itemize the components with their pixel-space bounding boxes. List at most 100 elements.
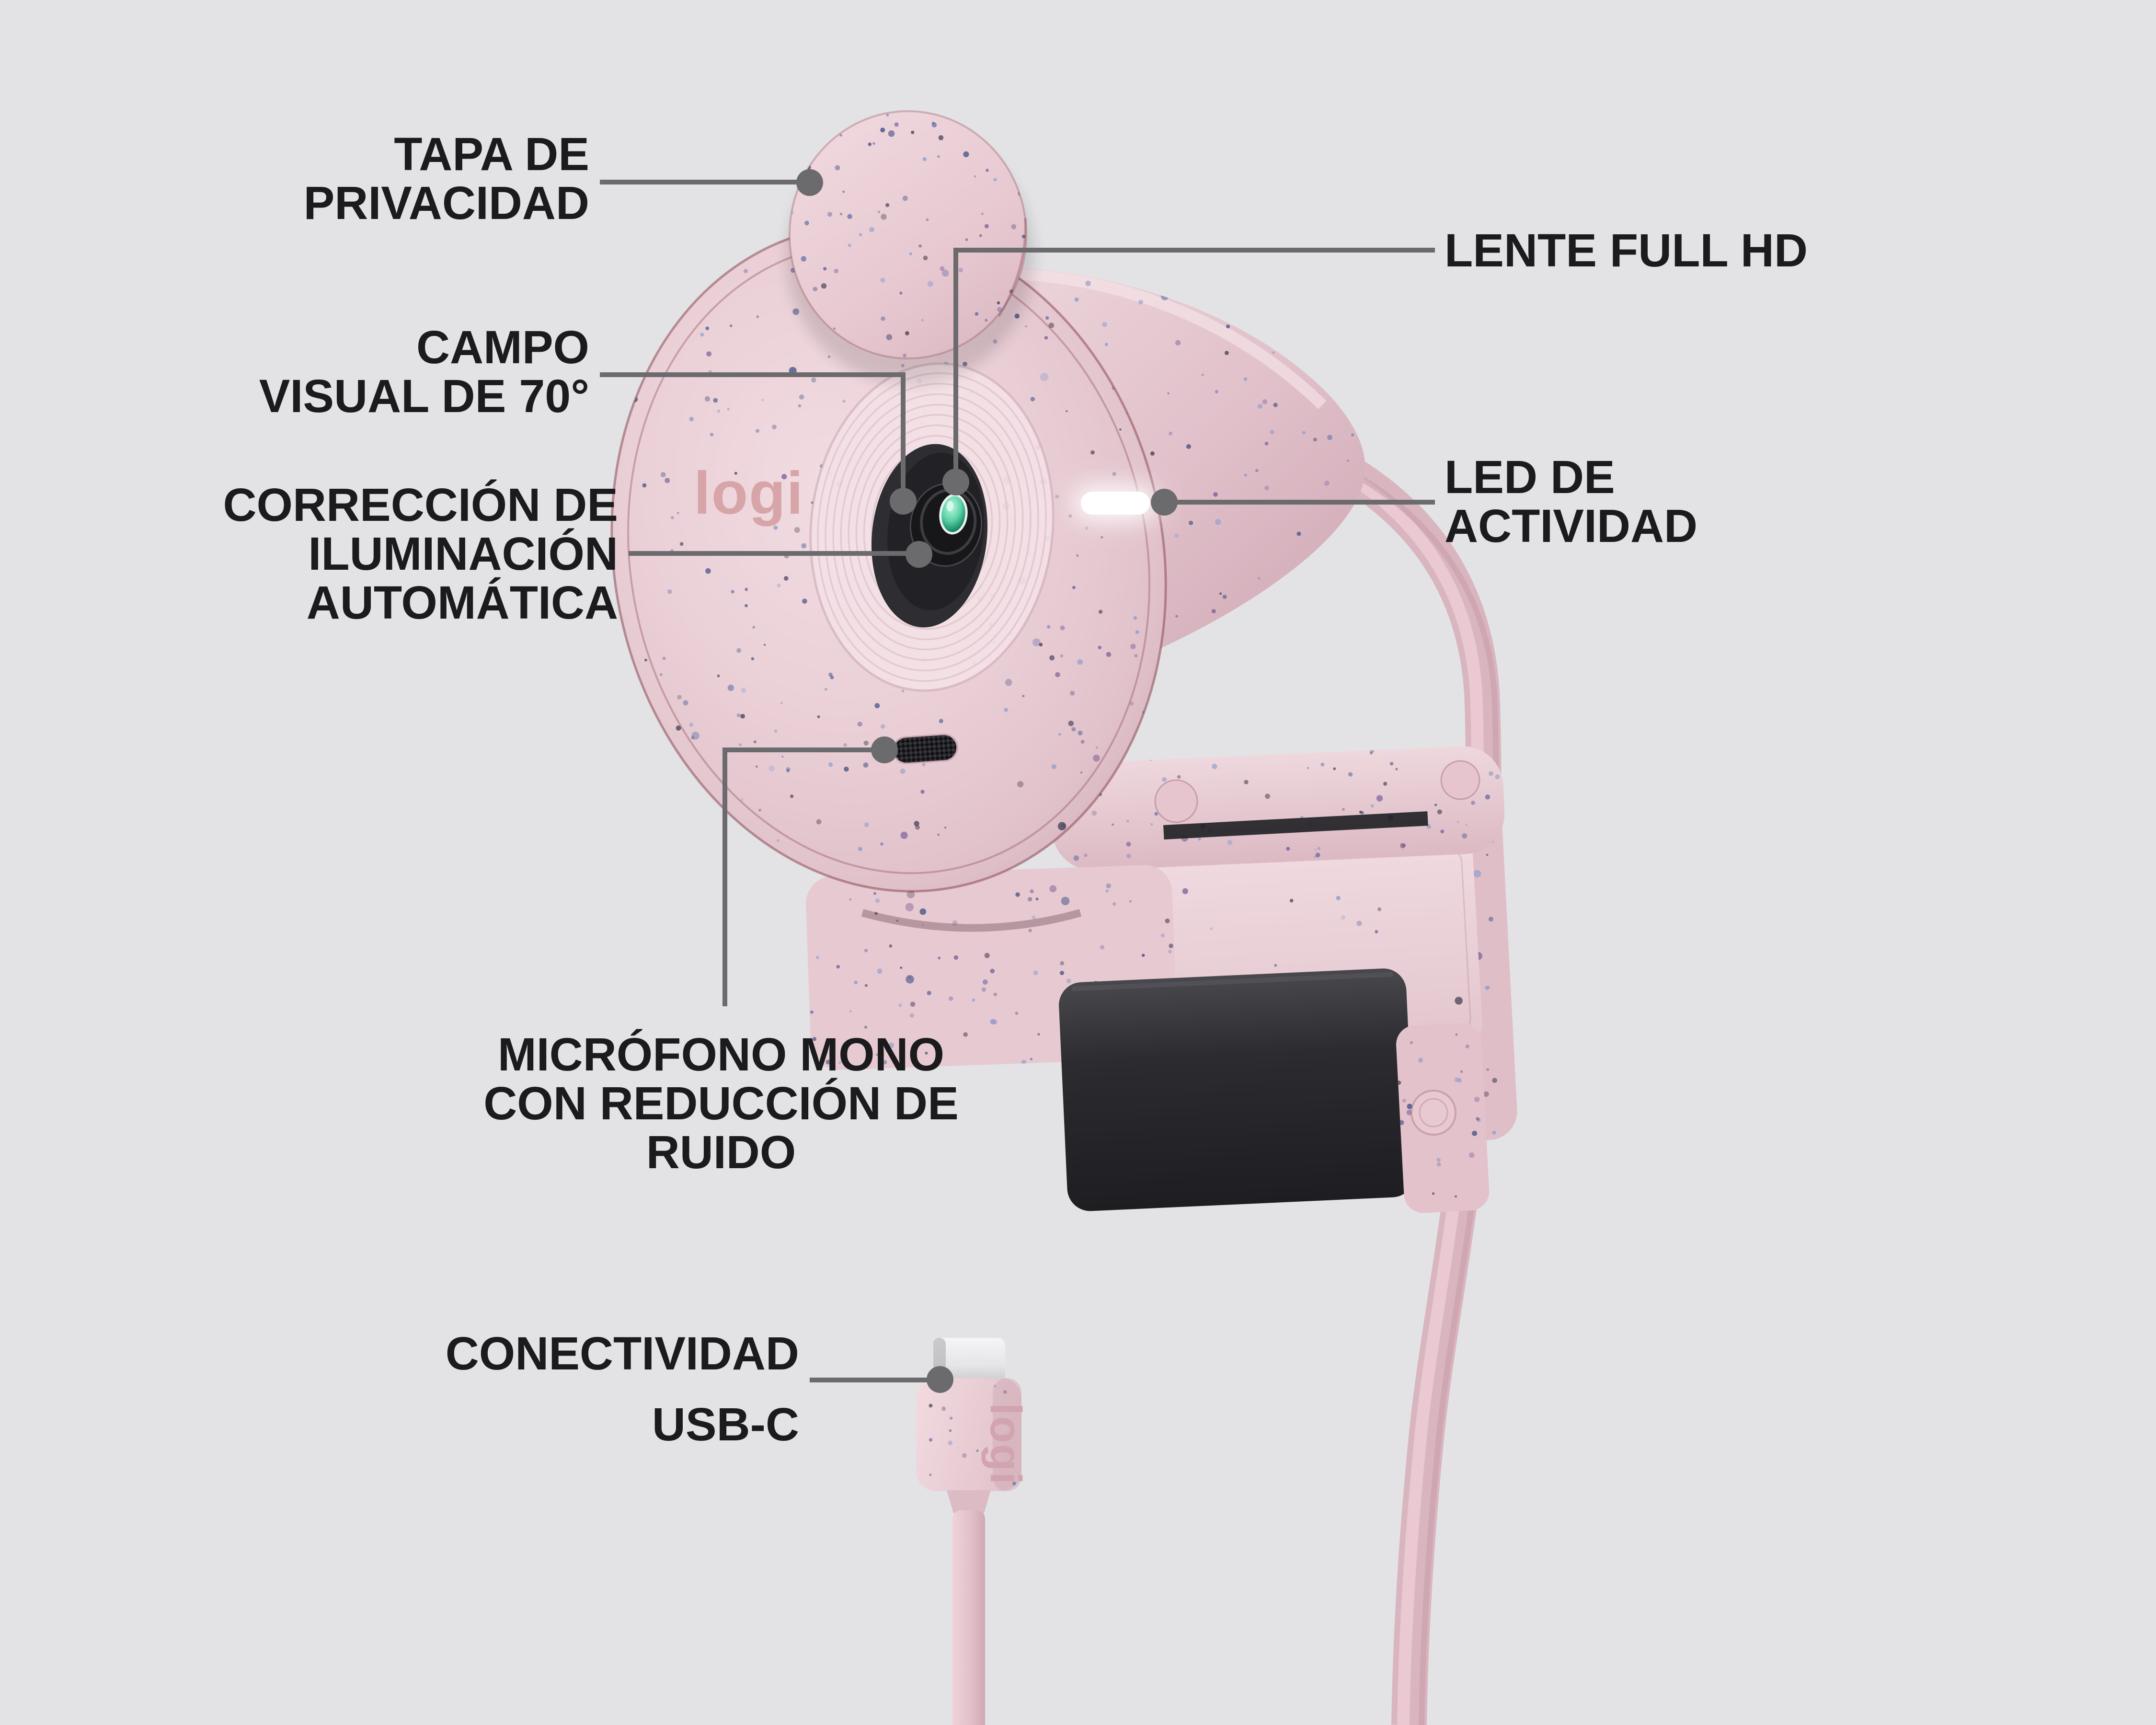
speckle bbox=[641, 800, 644, 803]
speckle bbox=[1061, 823, 1066, 828]
speckle bbox=[1274, 964, 1277, 967]
speckle bbox=[1353, 378, 1357, 381]
speckle bbox=[637, 342, 641, 346]
speckle bbox=[1030, 889, 1034, 894]
speckle bbox=[1410, 1041, 1413, 1044]
label-line: CAMPO bbox=[416, 321, 589, 373]
speckle bbox=[1434, 804, 1437, 806]
speckle bbox=[781, 755, 784, 758]
speckle bbox=[1022, 135, 1026, 138]
speckle bbox=[1225, 351, 1229, 355]
speckle bbox=[869, 227, 874, 232]
speckle bbox=[1150, 451, 1155, 456]
speckle bbox=[899, 291, 903, 295]
speckle bbox=[1351, 433, 1354, 437]
speckle bbox=[743, 843, 747, 846]
speckle bbox=[865, 949, 868, 952]
speckle bbox=[1148, 757, 1153, 761]
speckle bbox=[794, 527, 800, 533]
speckle bbox=[1045, 316, 1049, 320]
speckle bbox=[975, 312, 979, 316]
speckle bbox=[677, 512, 679, 514]
speckle bbox=[1376, 795, 1383, 802]
speckle bbox=[705, 568, 711, 574]
speckle bbox=[1256, 319, 1261, 324]
speckle bbox=[717, 409, 721, 413]
speckle bbox=[886, 334, 893, 340]
dot-led bbox=[1151, 489, 1178, 516]
speckle bbox=[781, 474, 787, 480]
speckle bbox=[1324, 481, 1330, 486]
speckle bbox=[676, 725, 681, 731]
speckle bbox=[941, 1406, 946, 1411]
speckle bbox=[1126, 853, 1131, 859]
speckle bbox=[1399, 1120, 1404, 1125]
speckle bbox=[919, 908, 927, 915]
speckle bbox=[922, 763, 926, 766]
speckle bbox=[745, 604, 748, 608]
speckle bbox=[1167, 392, 1170, 395]
speckle bbox=[1264, 485, 1269, 491]
speckle bbox=[881, 214, 887, 220]
speckle bbox=[838, 1061, 841, 1064]
speckle bbox=[642, 483, 647, 488]
speckle bbox=[834, 268, 839, 274]
speckle bbox=[1251, 304, 1255, 307]
speckle bbox=[1436, 1158, 1441, 1162]
speckle bbox=[929, 1438, 933, 1442]
speckle bbox=[873, 892, 876, 895]
speckle bbox=[888, 130, 895, 137]
speckle bbox=[1465, 1044, 1469, 1048]
speckle bbox=[1134, 654, 1138, 658]
speckle bbox=[1212, 763, 1217, 770]
usb-logo: logi bbox=[981, 1403, 1030, 1485]
label-line: USB-C bbox=[652, 1398, 799, 1450]
speckle bbox=[821, 283, 827, 289]
label-line: VISUAL DE 70° bbox=[259, 370, 589, 422]
speckle bbox=[1037, 1033, 1040, 1036]
speckle bbox=[875, 898, 880, 903]
speckle bbox=[1455, 1033, 1458, 1036]
speckle bbox=[777, 839, 780, 842]
speckle bbox=[1244, 780, 1249, 784]
speckle bbox=[1076, 554, 1079, 557]
speckle bbox=[743, 269, 748, 274]
speckle bbox=[1025, 325, 1028, 328]
label-line: RUIDO bbox=[646, 1126, 796, 1178]
speckle bbox=[1345, 279, 1348, 282]
speckle bbox=[909, 1013, 914, 1018]
speckle bbox=[652, 799, 660, 807]
speckle bbox=[848, 243, 852, 247]
speckle bbox=[953, 955, 958, 960]
speckle bbox=[1049, 655, 1055, 661]
speckle bbox=[880, 724, 885, 729]
speckle bbox=[652, 314, 656, 318]
speckle bbox=[1213, 492, 1218, 497]
speckle bbox=[1487, 986, 1491, 989]
speckle bbox=[1375, 930, 1378, 933]
speckle bbox=[986, 169, 989, 172]
speckle bbox=[894, 122, 899, 127]
speckle bbox=[671, 516, 674, 519]
speckle bbox=[804, 220, 809, 226]
hinge-cap-left bbox=[1154, 779, 1198, 823]
speckle bbox=[1346, 460, 1349, 462]
speckle bbox=[1039, 643, 1043, 647]
speckle bbox=[753, 740, 757, 744]
speckle bbox=[644, 658, 647, 662]
speckle bbox=[931, 121, 935, 125]
speckle bbox=[1370, 748, 1375, 753]
speckle bbox=[976, 1449, 979, 1452]
speckle bbox=[662, 656, 666, 660]
speckle bbox=[1286, 847, 1290, 851]
speckle bbox=[937, 833, 940, 836]
speckle bbox=[1243, 377, 1248, 381]
speckle bbox=[1030, 397, 1035, 402]
speckle bbox=[705, 326, 710, 331]
speckle bbox=[783, 576, 789, 581]
speckle bbox=[1289, 648, 1293, 652]
speckle bbox=[1195, 283, 1198, 286]
arm-gap-shadow bbox=[1163, 811, 1428, 840]
speckle bbox=[1085, 280, 1091, 287]
speckle bbox=[940, 266, 945, 271]
